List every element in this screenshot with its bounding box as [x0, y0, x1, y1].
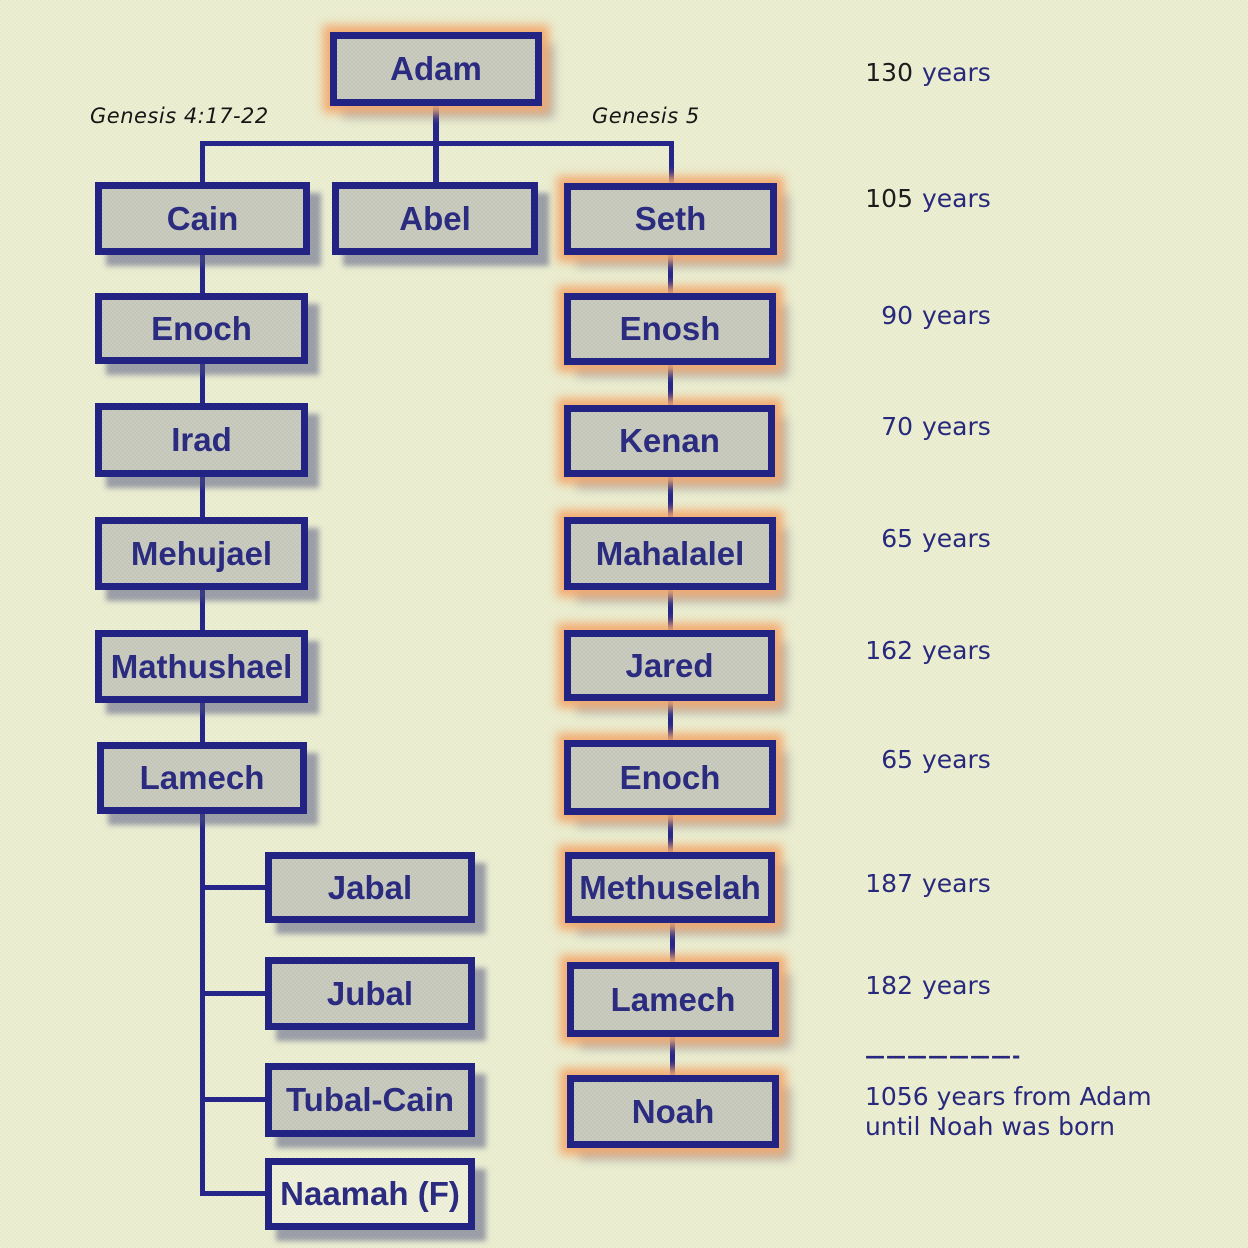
node-mathushael: Mathushael: [95, 630, 308, 703]
node-label: Mahalalel: [595, 534, 745, 572]
connector-mathushael-lamech: [200, 701, 205, 746]
age-unit: years: [922, 412, 991, 441]
node-cain-lamech: Lamech: [97, 742, 307, 814]
age-number: 90: [881, 301, 913, 330]
node-label: Jubal: [326, 974, 414, 1012]
age-row-jared: 162 years: [865, 638, 991, 663]
summary-line-1: 1056 years from Adam: [865, 1082, 1152, 1111]
age-row-enosh: 90 years: [865, 303, 991, 328]
node-label: Enoch: [619, 758, 721, 796]
node-abel: Abel: [332, 182, 538, 255]
connector-enoch-irad: [200, 361, 205, 407]
age-unit: years: [922, 869, 991, 898]
age-unit: years: [922, 58, 991, 87]
connector-branch-jubal: [200, 991, 266, 996]
age-unit: years: [922, 301, 991, 330]
connector-cain-enoch: [200, 252, 205, 297]
node-label: Enoch: [151, 309, 252, 347]
node-methuselah: Methuselah: [565, 852, 775, 923]
age-unit: years: [922, 524, 991, 553]
age-number: 182: [865, 971, 913, 1000]
node-naamah: Naamah (F): [265, 1158, 475, 1230]
node-seth-lamech: Lamech: [567, 962, 779, 1037]
age-unit: years: [922, 971, 991, 1000]
connector-mehujael-mathushael: [200, 588, 205, 634]
connector-enosh-kenan: [668, 363, 673, 409]
connector-to-seth: [669, 144, 674, 186]
node-seth-enoch: Enoch: [564, 740, 776, 815]
section-title-seth-line: Genesis 5: [592, 104, 700, 128]
age-number: 65: [881, 524, 913, 553]
connector-lamech-children-trunk: [200, 812, 205, 1196]
age-number: 105: [865, 184, 913, 213]
node-irad: Irad: [95, 403, 308, 477]
node-jared: Jared: [564, 630, 775, 701]
node-label: Abel: [399, 199, 471, 237]
age-number: 65: [881, 745, 913, 774]
node-jabal: Jabal: [265, 852, 475, 923]
connector-mahalalel-jared: [668, 588, 673, 634]
connector-to-cain: [200, 144, 205, 186]
node-label: Lamech: [610, 980, 736, 1018]
node-jubal: Jubal: [265, 957, 475, 1030]
node-kenan: Kenan: [564, 405, 775, 477]
connector-branch-naamah: [200, 1191, 266, 1196]
node-label: Naamah (F): [280, 1175, 460, 1212]
node-label: Cain: [166, 199, 239, 237]
connector-branch-tubal-cain: [200, 1097, 266, 1102]
node-label: Noah: [631, 1092, 715, 1130]
age-row-mahalalel: 65 years: [865, 526, 991, 551]
age-number: 162: [865, 636, 913, 665]
connector-enoch-methuselah: [668, 813, 673, 856]
age-row-kenan: 70 years: [865, 414, 991, 439]
node-label: Kenan: [619, 422, 720, 459]
node-mahalalel: Mahalalel: [564, 517, 776, 590]
node-seth: Seth: [564, 183, 777, 255]
node-label: Seth: [634, 200, 707, 237]
node-label: Mathushael: [110, 647, 293, 685]
age-unit: years: [922, 745, 991, 774]
age-row-methuselah: 187 years: [865, 871, 991, 896]
node-label: Enosh: [619, 310, 721, 347]
connector-top-horizontal: [200, 141, 674, 146]
summary-line-2: until Noah was born: [865, 1112, 1116, 1141]
node-mehujael: Mehujael: [95, 517, 308, 590]
connector-jared-enoch: [668, 699, 673, 744]
age-row-lamech: 182 years: [865, 973, 991, 998]
age-row-adam: 130 years: [865, 60, 991, 85]
age-number: 187: [865, 869, 913, 898]
node-adam: Adam: [330, 32, 542, 106]
connector-seth-enosh: [668, 252, 673, 297]
connector-irad-mehujael: [200, 475, 205, 521]
age-row-seth: 105 years: [865, 186, 991, 211]
node-cain: Cain: [95, 182, 310, 255]
node-cain-enoch: Enoch: [95, 293, 308, 364]
section-title-cain-line: Genesis 4:17-22: [90, 104, 269, 128]
age-number: 130: [865, 58, 913, 87]
connector-kenan-mahalalel: [668, 475, 673, 521]
node-label: Mehujael: [130, 534, 273, 572]
node-label: Methuselah: [579, 868, 761, 906]
summary-divider: ———————-: [865, 1044, 1022, 1068]
node-label: Tubal-Cain: [285, 1081, 455, 1118]
node-label: Jabal: [327, 868, 413, 906]
node-label: Irad: [171, 421, 232, 458]
connector-lamech-noah: [670, 1035, 675, 1079]
node-tubal-cain: Tubal-Cain: [265, 1063, 475, 1137]
connector-methuselah-lamech: [670, 921, 675, 966]
connector-to-abel: [433, 144, 439, 184]
age-row-enoch: 65 years: [865, 747, 991, 772]
age-unit: years: [922, 636, 991, 665]
node-label: Lamech: [139, 759, 265, 796]
connector-adam-down: [433, 100, 439, 144]
connector-branch-jabal: [200, 885, 266, 890]
node-label: Jared: [625, 646, 714, 684]
node-enosh: Enosh: [564, 293, 776, 365]
node-noah: Noah: [567, 1075, 779, 1148]
node-label: Adam: [390, 50, 482, 87]
age-unit: years: [922, 184, 991, 213]
age-number: 70: [881, 412, 913, 441]
